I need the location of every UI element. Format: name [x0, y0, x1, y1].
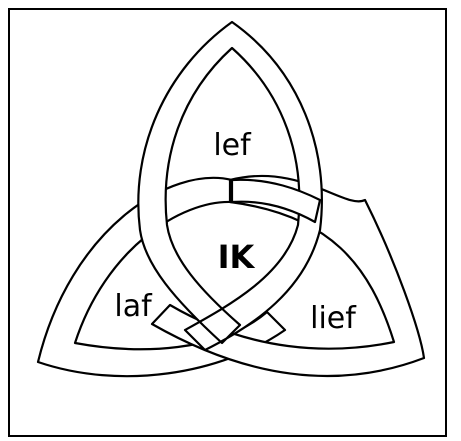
left-word: laf [114, 289, 153, 324]
top-word: lef [213, 128, 252, 163]
center-word: IK [218, 238, 256, 276]
right-word: lief [310, 301, 357, 336]
